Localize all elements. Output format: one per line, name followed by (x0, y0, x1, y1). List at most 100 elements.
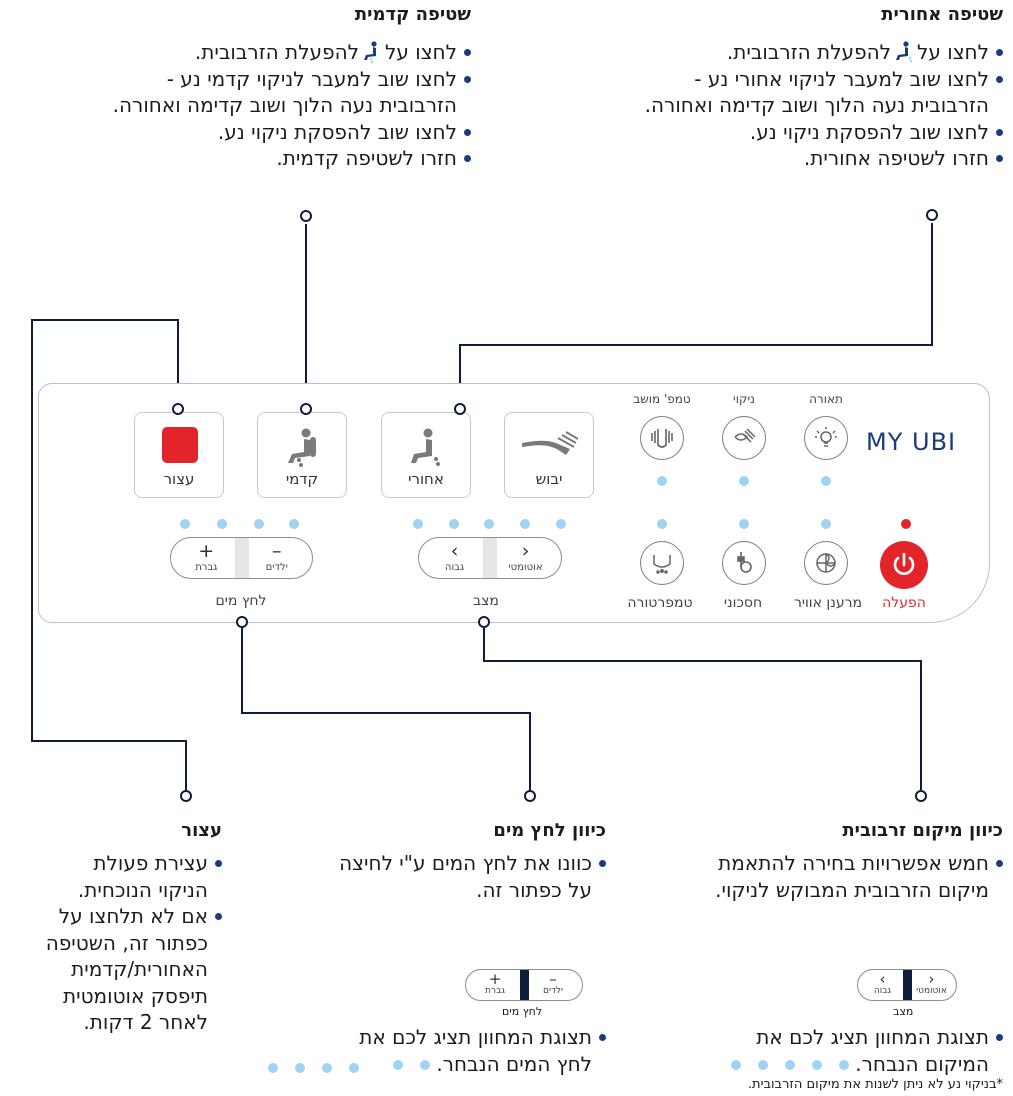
pressure-dots (392, 1060, 430, 1070)
stop-info-desc-7: לאחר 2 דקות. (83, 1010, 208, 1034)
stop-info-title: עצור (181, 820, 222, 841)
eco-button[interactable] (722, 541, 766, 585)
stop-label: עצור (163, 470, 195, 488)
front-wash-button[interactable]: קדמי (257, 412, 347, 498)
chevron-right-icon: › (928, 970, 935, 988)
power-label: הפעלה (882, 595, 926, 611)
nozzle-position-display-info: תצוגת המחוון תציג לכם את המיקום הנבחר. (730, 1024, 1004, 1078)
rear-wash-icon (896, 41, 913, 63)
eco-indicator (739, 519, 749, 529)
clean-indicator (739, 476, 749, 486)
callout-stop-panel (172, 403, 184, 415)
mini-position-left-sub: גבוה (873, 986, 892, 996)
position-right-sub: אוטומטי (508, 562, 543, 573)
pressure-plus-button[interactable]: + גברת (171, 538, 242, 578)
clean-button[interactable] (722, 416, 766, 460)
mini-position-right-sub: אוטומטי (916, 986, 947, 996)
front-wash-icon (364, 41, 377, 63)
eco-label: חסכוני (723, 595, 763, 611)
air-freshener-indicator (821, 519, 831, 529)
line-position (483, 628, 922, 790)
brand-logo: MY UBI (866, 428, 957, 456)
water-temp-icon (653, 555, 671, 574)
rear-label: אחורי (408, 470, 444, 488)
callout-position-panel (478, 616, 490, 628)
front-wash-icon (288, 428, 316, 467)
water-pressure-desc-2: על כפתור זה. (476, 877, 592, 902)
power-button[interactable] (880, 541, 928, 589)
callout-rear-top (926, 209, 938, 221)
stop-info-desc-2: הניקוי הנוכחית. (77, 877, 208, 902)
front-wash-step-4: חזרו לשטיפה קדמית. (113, 145, 472, 172)
nozzle-position-mini-control: ‹ גבוה › אוטומטי (857, 969, 957, 1001)
clean-label: ניקוי (733, 392, 755, 406)
position-level-dot (484, 519, 494, 529)
light-label: תאורה (809, 392, 843, 406)
callout-rear-panel (454, 403, 466, 415)
line-rear-wash (459, 223, 933, 405)
dry-button[interactable]: יבוש (504, 412, 594, 498)
water-pressure-display-2: לחץ המים הנבחר. (359, 1051, 606, 1078)
position-left-sub: גבוה (444, 562, 465, 573)
rear-wash-title: שטיפה אחורית (881, 4, 1003, 25)
rear-wash-icon-panel (411, 428, 440, 466)
position-auto-button[interactable]: › אוטומטי (490, 538, 561, 578)
rear-wash-button[interactable]: אחורי (381, 412, 471, 498)
stop-button[interactable]: עצור (134, 412, 224, 498)
pressure-minus-sub: ילדים (265, 562, 288, 573)
stop-info-desc-6: תיפסק אוטומטית (62, 983, 208, 1008)
chevron-left-icon: ‹ (450, 540, 459, 562)
pill-divider (483, 538, 497, 578)
stop-info-desc-1: עצירת פעולת (46, 850, 223, 877)
seat-temp-button[interactable] (640, 416, 684, 460)
plug-icon (737, 552, 752, 573)
air-freshener-button[interactable] (804, 541, 848, 585)
nozzle-position-control: ‹ גבוה › אוטומטי (418, 537, 562, 579)
seat-temp-label: טמפ' מושב (633, 392, 691, 406)
position-high-button[interactable]: ‹ גבוה (419, 538, 490, 578)
plus-icon: + (488, 970, 502, 988)
rear-wash-info: שטיפה אחורית לחצו עללהפעלת הזרבובית. לחצ… (645, 4, 1004, 172)
dry-label: יבוש (535, 470, 563, 488)
front-wash-step-1: לחצו עללהפעלת הזרבובית. (113, 39, 472, 66)
mini-position-high: ‹ גבוה (858, 970, 907, 1000)
water-pressure-title: כיוון לחץ מים (493, 820, 606, 841)
chevron-right-icon: › (521, 540, 530, 562)
water-pressure-desc-1: כוונו את לחץ המים ע"י לחיצה (339, 850, 606, 877)
dryer-icon (522, 431, 579, 455)
front-wash-title: שטיפה קדמית (354, 4, 471, 25)
pill-divider (234, 538, 249, 578)
water-pressure-display-info: תצוגת המחוון תציג לכם את לחץ המים הנבחר. (359, 1024, 606, 1077)
rear-wash-step-3: לחצו שוב להפסקת ניקוי נע. (645, 119, 1004, 146)
position-level-dot (556, 519, 566, 529)
nozzle-position-display-2: המיקום הנבחר. (730, 1051, 1003, 1078)
nozzle-position-desc-1: חמש אפשרויות בחירה להתאמת (715, 850, 1003, 877)
callout-pressure-bottom (524, 790, 536, 802)
mini-position-auto: › אוטומטי (907, 970, 956, 1000)
pressure-minus-button[interactable]: – ילדים (242, 538, 313, 578)
water-pressure-control: + גברת – ילדים (170, 537, 313, 579)
position-level-dot (520, 519, 530, 529)
light-button[interactable] (804, 416, 848, 460)
pill-divider (902, 970, 912, 1000)
mini-pressure-plus: + גברת (466, 970, 524, 1000)
line-stop (31, 319, 187, 790)
nozzle-position-info: כיוון מיקום זרבובית חמש אפשרויות בחירה ל… (715, 820, 1003, 903)
line-pressure (241, 628, 531, 790)
nozzle-position-desc-2: מיקום הזרבובית המבוקש לניקוי. (715, 877, 989, 902)
pressure-label: לחץ מים (215, 593, 267, 609)
nozzle-note: *בניקוי נע לא ניתן לשנות את מיקום הזרבוב… (747, 1077, 1003, 1092)
nozzle-position-title: כיוון מיקום זרבובית (842, 820, 1003, 841)
pressure-level-dot (217, 519, 227, 529)
clean-icon (734, 428, 756, 443)
seat-temp-indicator (657, 476, 667, 486)
position-level-dot (449, 519, 459, 529)
chevron-left-icon: ‹ (879, 970, 886, 988)
temperature-indicator (657, 519, 667, 529)
mini-pressure-label: לחץ מים (502, 1005, 543, 1018)
fan-icon (816, 553, 836, 573)
callout-stop-bottom (180, 790, 192, 802)
front-label: קדמי (285, 470, 319, 488)
temperature-button[interactable] (640, 541, 684, 585)
